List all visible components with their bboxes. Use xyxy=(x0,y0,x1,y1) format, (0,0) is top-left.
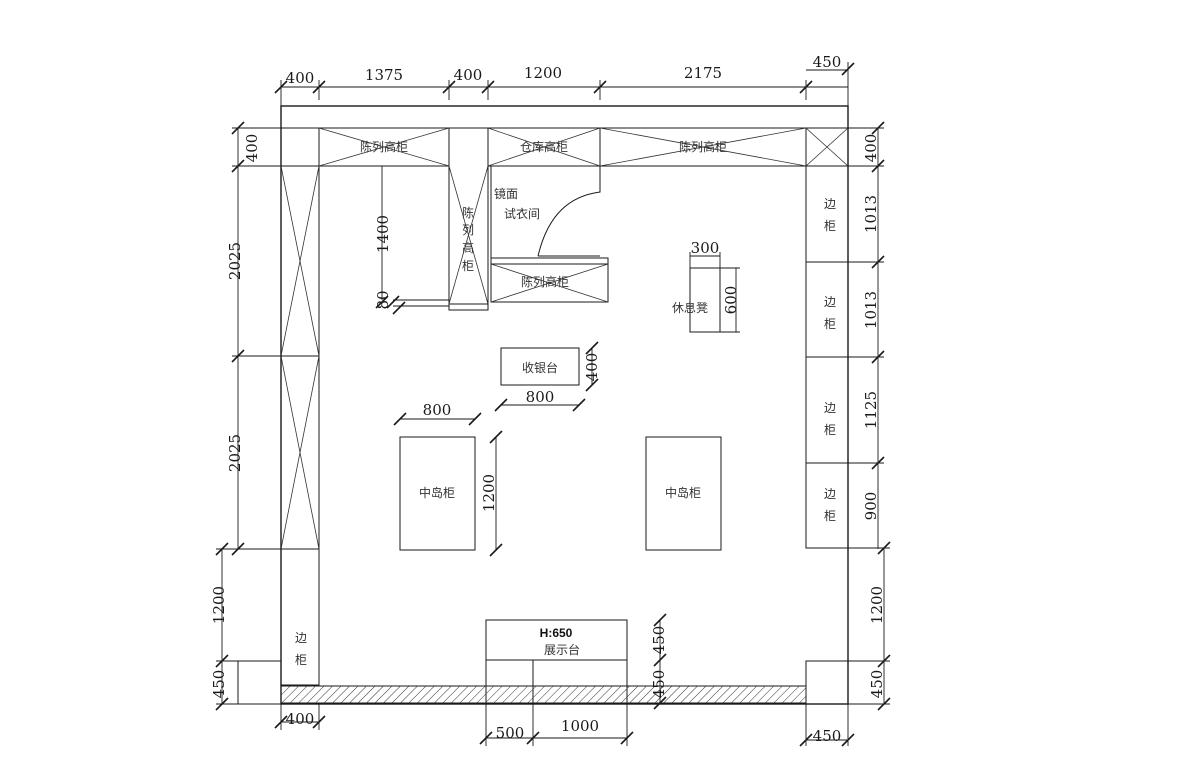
left-cabinet-column xyxy=(280,165,320,686)
dim-right-5: 900 xyxy=(862,492,880,521)
dim-top-3: 400 xyxy=(454,66,483,84)
dim-left-1: 400 xyxy=(243,134,261,163)
dim-left-5: 450 xyxy=(210,670,228,699)
top-dimensions xyxy=(274,62,855,106)
mirror-label: 镜面 xyxy=(494,186,518,201)
dim-inner-400: 400 xyxy=(583,353,601,382)
display-cabinet-label-1: 陈列高柜 xyxy=(360,139,408,154)
dim-inner-80: 80 xyxy=(374,290,392,309)
dim-bottom-2: 500 xyxy=(496,724,525,742)
display-cabinet-label-2: 陈列高柜 xyxy=(679,139,727,154)
dim-inner-450-bottom: 450 xyxy=(650,670,668,699)
dim-inner-800-island: 800 xyxy=(423,401,452,419)
cashier-counter xyxy=(500,347,580,386)
dim-inner-450-top: 450 xyxy=(650,626,668,655)
fitting-room xyxy=(487,166,601,304)
bench-label: 休息凳 xyxy=(672,300,708,315)
vertical-cabinet-char-1: 陈 xyxy=(462,205,474,220)
dim-top-2: 1375 xyxy=(365,66,403,84)
svg-text:柜: 柜 xyxy=(824,509,836,523)
island-cabinet-label-2: 中岛柜 xyxy=(665,485,701,500)
dim-inner-600: 600 xyxy=(722,286,740,315)
dim-bottom-3: 1000 xyxy=(561,717,599,735)
left-dimensions xyxy=(215,121,281,711)
svg-text:边: 边 xyxy=(824,197,836,211)
dim-top-6: 450 xyxy=(813,53,842,71)
display-height-label: H:650 xyxy=(540,626,573,640)
warehouse-cabinet-label: 仓库高柜 xyxy=(520,139,568,154)
island-cabinet-2 xyxy=(645,436,722,551)
dim-inner-1400: 1400 xyxy=(374,215,392,253)
island-cabinet-label-1: 中岛柜 xyxy=(419,485,455,500)
svg-text:边: 边 xyxy=(824,401,836,415)
column-right xyxy=(805,660,849,705)
svg-text:柜: 柜 xyxy=(824,219,836,233)
dim-right-1: 400 xyxy=(862,134,880,163)
dim-right-3: 1013 xyxy=(862,291,880,329)
svg-text:边: 边 xyxy=(824,295,836,309)
dim-top-5: 2175 xyxy=(684,64,722,82)
right-side-cabinet-labels: 边 柜 边 柜 边 柜 边 柜 边柜 边柜 边柜 边柜 xyxy=(824,197,836,523)
display-cabinet-3 xyxy=(490,257,609,303)
dim-left-4: 1200 xyxy=(210,586,228,624)
svg-text:柜: 柜 xyxy=(824,423,836,437)
bench xyxy=(689,267,721,333)
dim-left-2: 2025 xyxy=(226,242,244,280)
vertical-cabinet-char-3: 高 xyxy=(462,240,474,255)
column-left xyxy=(237,660,282,705)
vertical-cabinet-char-4: 柜 xyxy=(462,259,474,273)
right-cabinet-column xyxy=(805,165,849,549)
display-cabinet-label-3: 陈列高柜 xyxy=(521,274,569,289)
dim-inner-300: 300 xyxy=(691,239,720,257)
vertical-cabinet-char-2: 列 xyxy=(462,223,474,237)
dim-left-3: 2025 xyxy=(226,434,244,472)
entrance-hatched-strip xyxy=(280,685,807,704)
dim-right-2: 1013 xyxy=(862,195,880,233)
left-side-cabinet-char-1: 边 xyxy=(295,631,307,645)
display-table-label: 展示台 xyxy=(544,642,580,657)
dim-inner-800-cashier: 800 xyxy=(526,388,555,406)
dim-inner-1200: 1200 xyxy=(480,474,498,512)
dim-top-4: 1200 xyxy=(524,64,562,82)
dim-right-7: 450 xyxy=(868,670,886,699)
dim-bottom-4: 450 xyxy=(813,727,842,745)
dim-right-4: 1125 xyxy=(862,391,880,429)
dim-right-6: 1200 xyxy=(868,586,886,624)
dim-top-1: 400 xyxy=(286,69,315,87)
inner-dimensions xyxy=(375,165,740,710)
vertical-display-cabinet xyxy=(448,127,489,311)
cashier-label: 收银台 xyxy=(522,360,558,375)
dim-bottom-1: 400 xyxy=(286,710,315,728)
svg-text:边: 边 xyxy=(824,487,836,501)
right-dimensions xyxy=(848,121,891,711)
island-cabinet-1 xyxy=(399,436,476,551)
bottom-dimensions xyxy=(274,703,855,747)
fitting-room-label: 试衣间 xyxy=(504,206,540,221)
left-side-cabinet-char-2: 柜 xyxy=(295,653,307,667)
svg-text:柜: 柜 xyxy=(824,317,836,331)
